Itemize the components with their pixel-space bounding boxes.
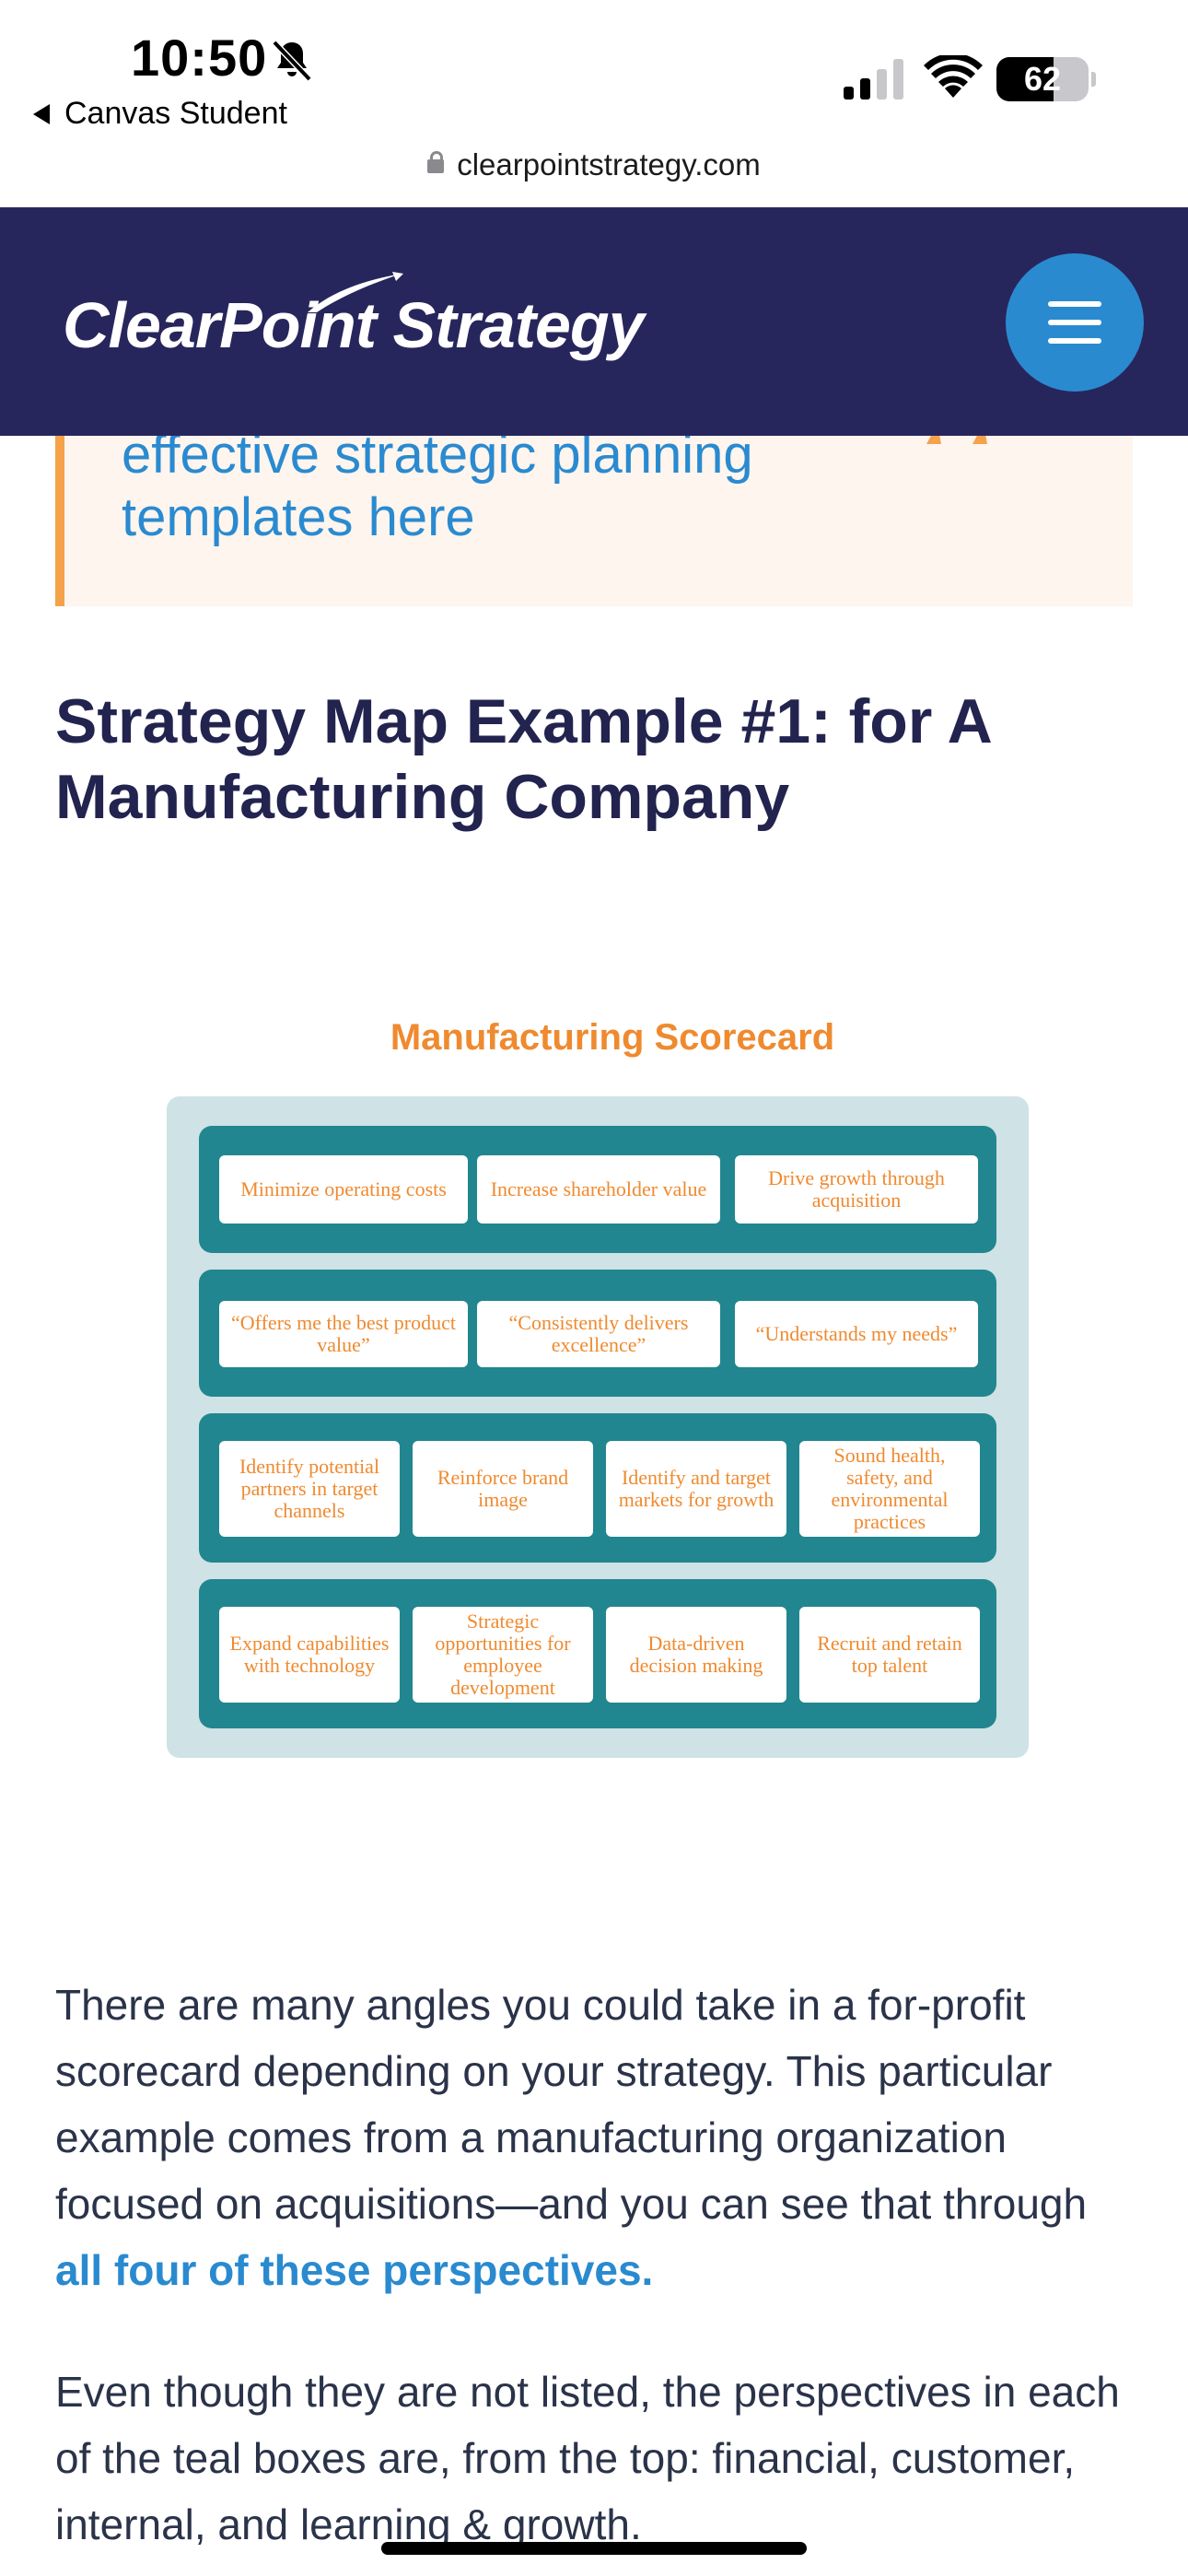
scorecard-title: Manufacturing Scorecard — [390, 1017, 835, 1058]
battery-fill — [996, 57, 1054, 101]
back-app-label: Canvas Student — [64, 96, 287, 131]
cellular-signal-icon — [844, 59, 903, 100]
address-bar[interactable]: clearpointstrategy.com — [0, 147, 1188, 182]
home-indicator[interactable] — [381, 2542, 807, 2555]
scorecard-cell: Expand capabilities with technology — [219, 1607, 400, 1703]
scorecard-cell: Identify and target markets for growth — [606, 1441, 786, 1537]
hamburger-menu-icon — [1048, 301, 1101, 307]
site-logo[interactable]: ClearPoint Strategy — [63, 270, 645, 381]
scorecard-cell: Reinforce brand image — [413, 1441, 593, 1537]
scorecard-cell: Sound health, safety, and environmental … — [799, 1441, 980, 1537]
templates-link-line2: templates here — [122, 487, 475, 547]
templates-link[interactable]: effective strategic planning templates h… — [122, 424, 914, 549]
paragraph-intro: There are many angles you could take in … — [55, 1972, 1142, 2303]
scorecard-band-customer: “Offers me the best product value” “Cons… — [199, 1270, 996, 1397]
lock-icon — [427, 151, 445, 173]
article-heading: Strategy Map Example #1: for A Manufactu… — [55, 686, 991, 832]
scorecard-cell: “Offers me the best product value” — [219, 1301, 468, 1367]
clock: 10:50 — [131, 29, 268, 87]
site-header: ClearPoint Strategy — [0, 207, 1188, 436]
scorecard-cell: Data-driven decision making — [606, 1607, 786, 1703]
back-to-app[interactable]: Canvas Student — [33, 96, 287, 132]
battery-percent: 62 — [1023, 60, 1062, 98]
paragraph-perspectives: Even though they are not listed, the per… — [55, 2368, 1120, 2548]
scorecard-cell: “Understands my needs” — [735, 1301, 978, 1367]
scorecard-cell: Strategic opportunities for employee dev… — [413, 1607, 593, 1703]
hamburger-menu-icon — [1048, 338, 1101, 344]
battery-icon: 62 — [996, 57, 1096, 101]
scorecard-cell: Identify potential partners in target ch… — [219, 1441, 400, 1537]
hamburger-menu-button[interactable] — [1006, 253, 1144, 392]
logo-swoosh-icon — [308, 272, 403, 312]
perspectives-link[interactable]: all four of these perspectives. — [55, 2246, 654, 2294]
scorecard-image: Minimize operating costs Increase shareh… — [167, 1096, 1029, 1758]
scorecard-cell: Recruit and retain top talent — [799, 1607, 980, 1703]
scorecard-cell: Increase shareholder value — [477, 1155, 720, 1224]
back-arrow-icon — [33, 103, 50, 124]
scorecard-band-learning-growth: Expand capabilities with technology Stra… — [199, 1579, 996, 1728]
battery-nub — [1091, 72, 1096, 87]
bell-muted-icon — [272, 40, 312, 82]
scorecard-cell: Minimize operating costs — [219, 1155, 468, 1224]
callout-box — [55, 405, 1133, 606]
paragraph-intro-text: There are many angles you could take in … — [55, 1981, 1088, 2228]
url-text: clearpointstrategy.com — [457, 147, 761, 181]
scorecard-band-financial: Minimize operating costs Increase shareh… — [199, 1126, 996, 1253]
status-bar: 10:50 Canvas Student 62 clearpointstrate… — [0, 0, 1188, 207]
scorecard-cell: “Consistently delivers excellence” — [477, 1301, 720, 1367]
scorecard-band-internal: Identify potential partners in target ch… — [199, 1413, 996, 1563]
wifi-icon — [924, 55, 983, 98]
scorecard-cell: Drive growth through acquisition — [735, 1155, 978, 1224]
hamburger-menu-icon — [1048, 320, 1101, 325]
logo-text: ClearPoint Strategy — [63, 289, 645, 361]
